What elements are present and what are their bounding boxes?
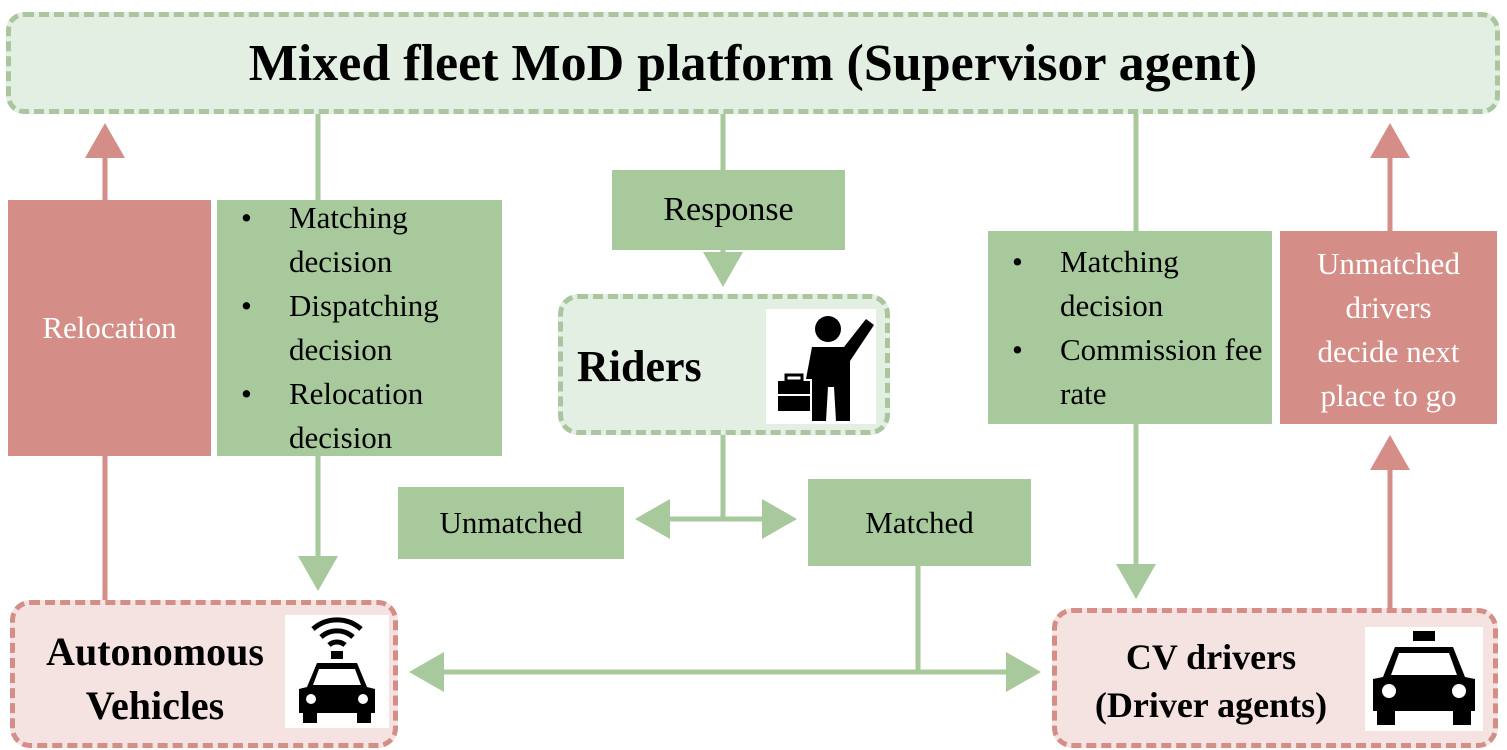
taxi-icon (1365, 627, 1483, 731)
riders-label: Riders (577, 342, 702, 391)
autonomous-vehicles-box: Autonomous Vehicles (10, 600, 398, 748)
av-label-line1: Autonomous (46, 629, 264, 674)
autonomous-car-icon (285, 615, 389, 728)
list-item: •Matching decision (1012, 243, 1179, 323)
cv-decisions-list: •Matching decision •Commission fee rate (988, 240, 1272, 416)
unmatched-drivers-line: drivers (1345, 289, 1432, 325)
av-decisions-box: •Matching decision •Dispatching decision… (217, 200, 502, 456)
list-item: •Commission fee rate (1012, 331, 1263, 411)
cv-label-line1: CV drivers (1125, 637, 1297, 677)
supervisor-title: Mixed fleet MoD platform (Supervisor age… (248, 34, 1258, 92)
unmatched-label: Unmatched (439, 505, 583, 540)
supervisor-platform-box: Mixed fleet MoD platform (Supervisor age… (6, 12, 1500, 114)
cv-label-line2: (Driver agents) (1094, 685, 1328, 725)
matched-label: Matched (865, 504, 974, 540)
relocation-box: Relocation (8, 200, 211, 456)
unmatched-drivers-line: place to go (1320, 377, 1457, 413)
cv-label: CV drivers (Driver agents) (1061, 633, 1361, 729)
cv-drivers-box: CV drivers (Driver agents) (1052, 608, 1498, 748)
av-decisions-list: •Matching decision •Dispatching decision… (217, 196, 502, 460)
unmatched-drivers-line: decide next (1317, 333, 1460, 369)
list-item: •Matching decision (241, 200, 408, 279)
matched-box: Matched (808, 479, 1031, 566)
response-label: Response (663, 191, 794, 228)
list-item: •Dispatching decision (241, 288, 439, 367)
unmatched-drivers-line: Unmatched (1317, 245, 1460, 281)
list-item: •Relocation decision (241, 376, 424, 455)
riders-box: Riders (558, 294, 890, 435)
response-box: Response (612, 170, 845, 250)
av-label-line2: Vehicles (85, 683, 225, 728)
rider-hailing-icon (766, 309, 876, 424)
unmatched-drivers-box: Unmatched drivers decide next place to g… (1280, 231, 1497, 424)
relocation-label: Relocation (42, 310, 177, 345)
av-label: Autonomous Vehicles (19, 625, 291, 733)
unmatched-box: Unmatched (398, 487, 624, 559)
cv-decisions-box: •Matching decision •Commission fee rate (988, 231, 1272, 424)
